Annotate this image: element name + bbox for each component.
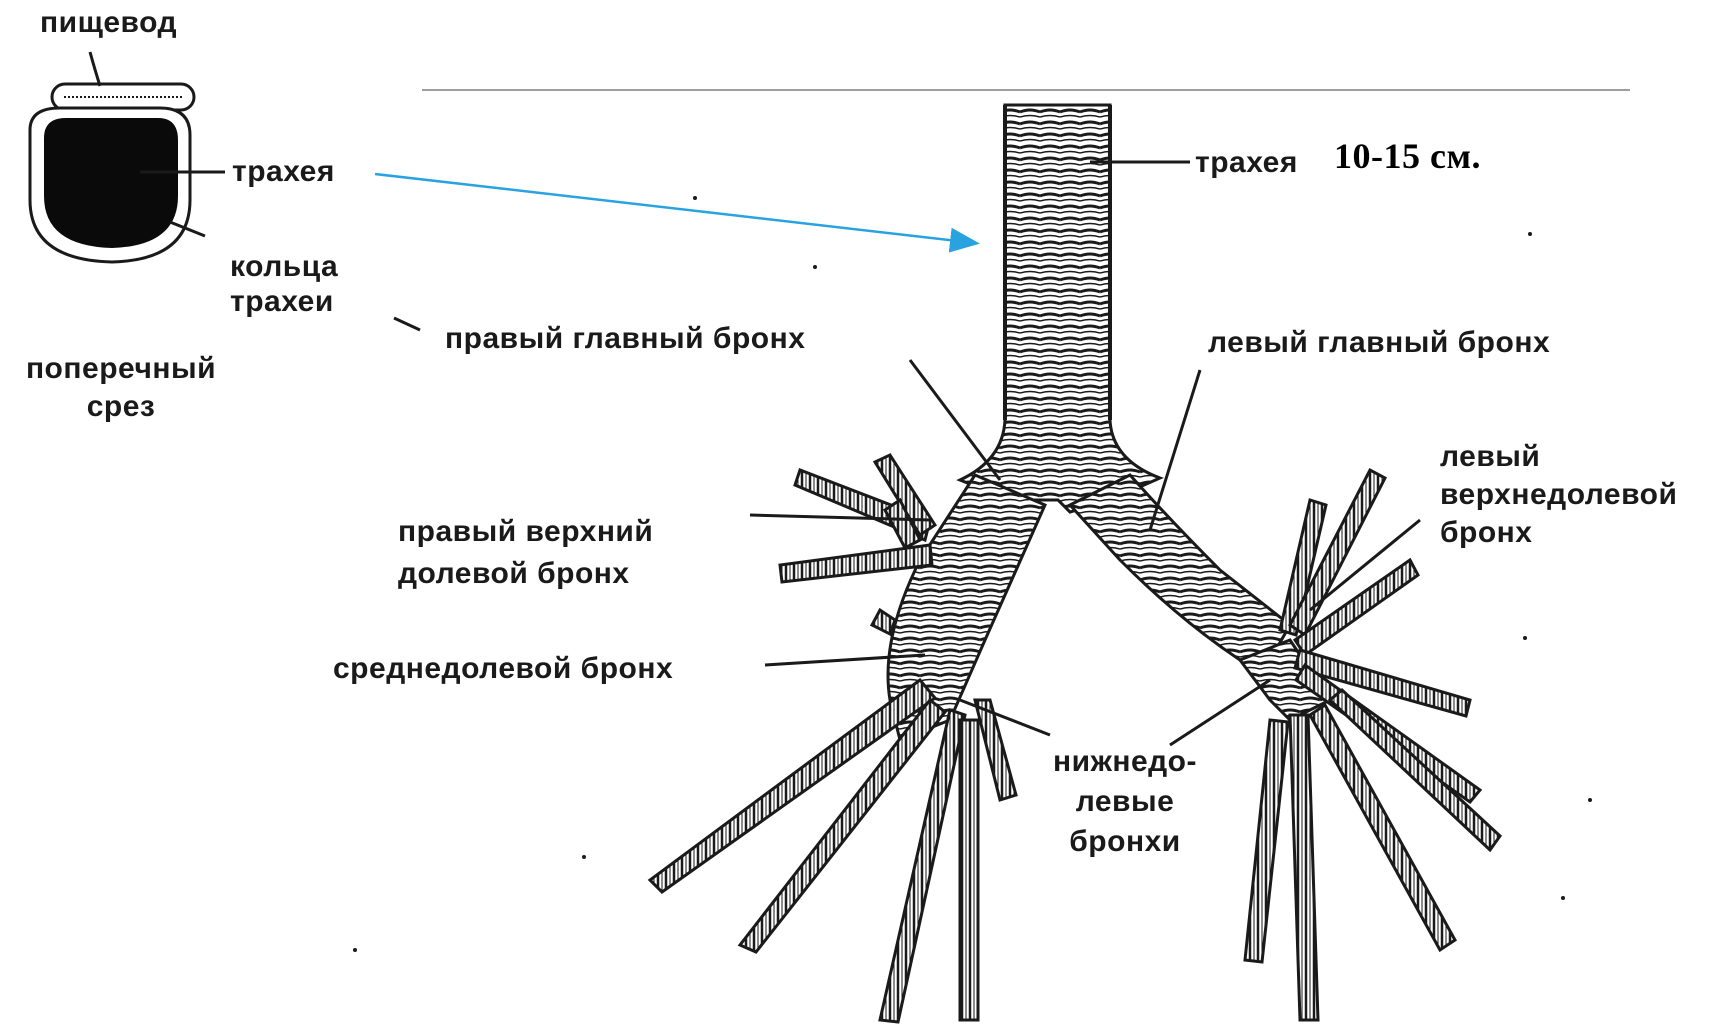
label-lower-lobar-2: левые (1030, 785, 1220, 819)
trachea-cross-section (30, 108, 225, 262)
label-esophagus: пищевод (40, 6, 177, 40)
label-lower-lobar-1: нижнедо- (1030, 745, 1220, 779)
esophagus-cross-section (52, 52, 194, 110)
label-left-upper-lobar-3: бронх (1440, 516, 1533, 550)
label-left-upper-lobar-1: левый (1440, 440, 1540, 474)
label-tracheal-rings-1: кольца (230, 250, 338, 284)
label-middle-lobar: среднедолевой бронх (333, 652, 673, 686)
label-right-upper-lobar-1: правый верхний (398, 515, 653, 549)
blue-arrow (375, 174, 975, 243)
label-trachea-main: трахея (1195, 146, 1298, 180)
label-cross-section-1: поперечный (6, 352, 236, 386)
label-left-main-bronchus: левый главный бронх (1208, 326, 1550, 360)
label-trachea-cross: трахея (232, 155, 335, 189)
label-right-main-bronchus: правый главный бронх (445, 322, 805, 356)
label-trachea-length: 10-15 см. (1334, 139, 1481, 173)
label-cross-section-2: срез (6, 390, 236, 424)
label-right-upper-lobar-2: долевой бронх (398, 557, 630, 591)
trachea-tube (960, 105, 1160, 512)
label-left-upper-lobar-2: верхнедолевой (1440, 478, 1677, 512)
bronchial-branches (650, 455, 1500, 1022)
label-tracheal-rings-2: трахеи (230, 285, 334, 319)
label-lower-lobar-3: бронхи (1030, 825, 1220, 859)
